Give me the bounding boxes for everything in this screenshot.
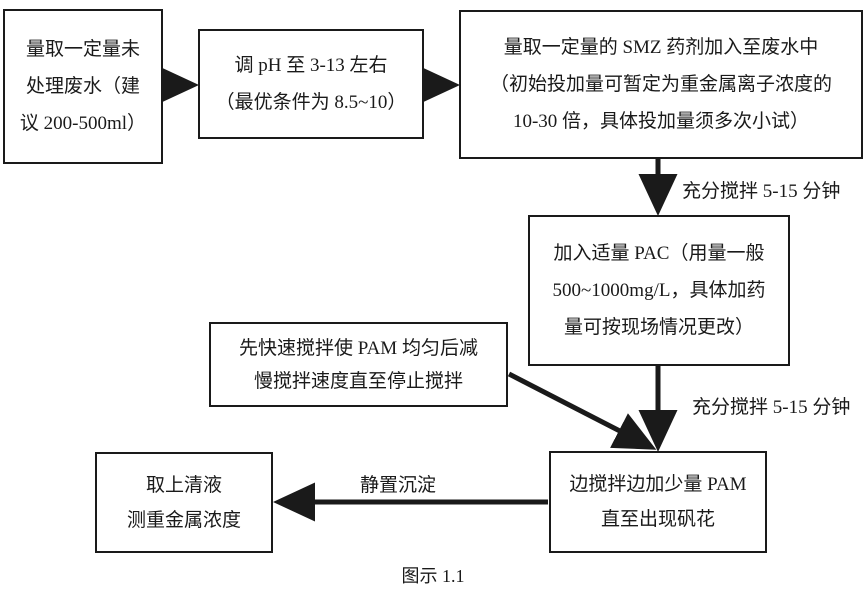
node-line: 测重金属浓度 <box>126 509 241 531</box>
edge-label-stir-pac-to-pam: 充分搅拌 5-15 分钟 <box>692 397 851 418</box>
node-add-pac[interactable]: 加入适量 PAC（用量一般 500~1000mg/L，具体加药 量可按现场情况更… <box>528 215 790 366</box>
node-measure-untreated-wastewater[interactable]: 量取一定量未 处理废水（建 议 200-500ml） <box>3 9 163 164</box>
node-add-pam[interactable]: 边搅拌边加少量 PAM 直至出现矾花 <box>549 451 767 553</box>
node-line: 调 pH 至 3-13 左右 <box>234 55 388 76</box>
node-line: 直至出现矾花 <box>600 509 715 530</box>
node-line: 量取一定量未 <box>25 39 140 60</box>
edge-stir-to-pam <box>507 371 657 450</box>
node-line: 处理废水（建 <box>25 76 140 97</box>
node-line: （最优条件为 8.5~10） <box>215 92 407 113</box>
node-line: 10-30 倍，具体投加量须多次小试） <box>512 111 810 132</box>
node-add-smz-reagent[interactable]: 量取一定量的 SMZ 药剂加入至废水中 （初始投加量可暂定为重金属离子浓度的 1… <box>459 10 863 159</box>
node-line: 边搅拌边加少量 PAM <box>569 474 747 495</box>
node-stirring-instruction[interactable]: 先快速搅拌使 PAM 均匀后减 慢搅拌速度直至停止搅拌 <box>209 322 508 407</box>
node-line: 量取一定量的 SMZ 药剂加入至废水中 <box>503 37 819 58</box>
node-line: 量可按现场情况更改） <box>563 317 754 338</box>
figure-caption: 图示 1.1 <box>401 566 465 586</box>
edge-label-settle: 静置沉淀 <box>360 475 437 496</box>
node-line: （初始投加量可暂定为重金属离子浓度的 <box>489 74 832 95</box>
node-line: 加入适量 PAC（用量一般 <box>553 243 765 264</box>
node-line: 先快速搅拌使 PAM 均匀后减 <box>239 337 478 359</box>
edge-label-stir-smz-to-pac: 充分搅拌 5-15 分钟 <box>682 181 841 202</box>
node-line: 慢搅拌速度直至停止搅拌 <box>253 370 463 392</box>
node-measure-supernatant[interactable]: 取上清液 测重金属浓度 <box>95 452 273 553</box>
node-adjust-ph[interactable]: 调 pH 至 3-13 左右 （最优条件为 8.5~10） <box>198 29 424 139</box>
node-line: 议 200-500ml） <box>19 113 147 134</box>
node-line: 500~1000mg/L，具体加药 <box>552 280 766 301</box>
node-line: 取上清液 <box>145 474 222 496</box>
